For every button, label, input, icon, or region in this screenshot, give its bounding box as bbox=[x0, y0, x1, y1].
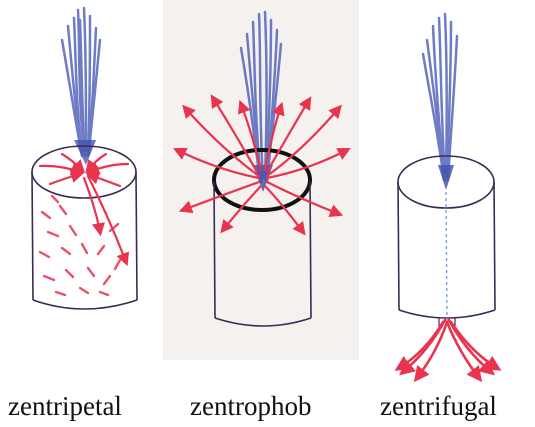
caption-zentrifugal: zentrifugal bbox=[380, 390, 497, 422]
cylinder bbox=[32, 146, 137, 309]
water-jet bbox=[62, 8, 100, 156]
panel-zentripetal bbox=[0, 0, 163, 392]
centrifugal-arrows bbox=[399, 320, 497, 378]
zentrifugal-illustration bbox=[359, 0, 535, 392]
panel-zentrophob bbox=[163, 0, 359, 392]
zentripetal-illustration bbox=[0, 0, 163, 392]
interior-flow-marks bbox=[40, 196, 120, 295]
caption-zentrophob: zentrophob bbox=[190, 390, 311, 422]
water-jet bbox=[423, 14, 457, 180]
caption-zentripetal: zentripetal bbox=[8, 390, 122, 422]
central-channel bbox=[446, 192, 447, 322]
panel-zentrifugal bbox=[359, 0, 535, 392]
zentrophob-illustration bbox=[163, 0, 359, 392]
